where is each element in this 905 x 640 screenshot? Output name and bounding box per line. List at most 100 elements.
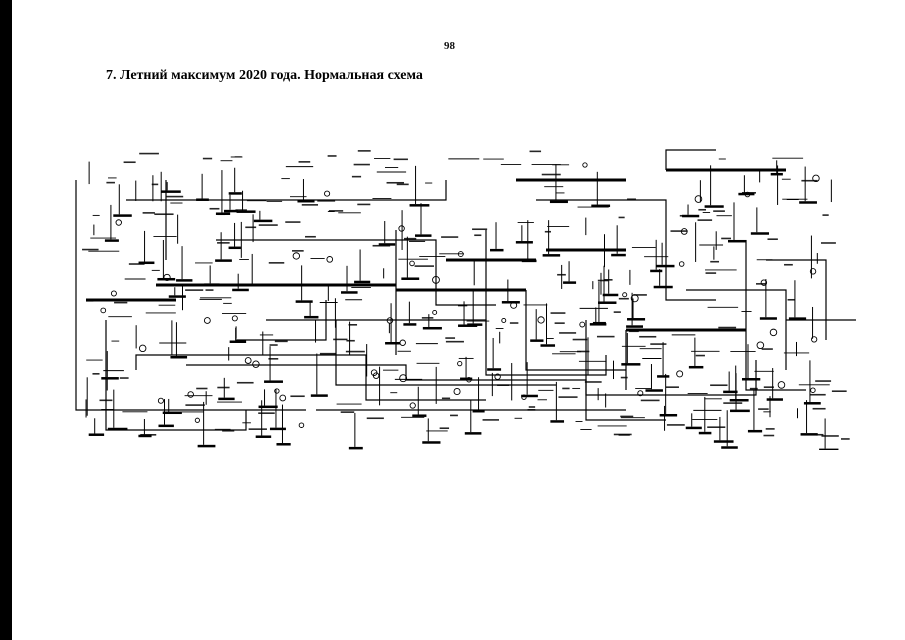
node-label (472, 409, 485, 413)
small-label (763, 386, 774, 388)
node-label (464, 432, 482, 435)
small-label (640, 399, 660, 402)
small-label (559, 332, 577, 334)
small-label (705, 272, 717, 274)
small-label (439, 427, 450, 430)
small-label (114, 301, 128, 304)
small-label (821, 435, 839, 437)
transformer-node (279, 394, 287, 402)
small-label (327, 155, 337, 157)
small-label (396, 183, 409, 186)
node-label (819, 448, 839, 450)
small-label (629, 330, 639, 333)
transformer-node (370, 369, 378, 376)
line-route (126, 180, 447, 201)
scan-border (0, 0, 12, 640)
small-label (697, 219, 713, 221)
small-label (235, 209, 247, 211)
line-route (236, 300, 327, 341)
node-label (741, 378, 761, 381)
node-label (750, 232, 770, 235)
transformer-node (466, 377, 472, 383)
transformer-node (756, 341, 765, 350)
transformer-node (110, 290, 117, 297)
small-label (372, 244, 391, 247)
small-label (123, 161, 136, 164)
small-label (577, 350, 590, 353)
node-label (138, 261, 155, 265)
node-label (501, 301, 520, 304)
transformer-node (203, 317, 211, 324)
small-label (222, 429, 235, 432)
node-label (269, 427, 286, 431)
node-label (688, 365, 704, 369)
small-label (557, 273, 566, 276)
small-label (139, 152, 159, 155)
transformer-node (510, 301, 518, 309)
small-label (723, 402, 743, 404)
line-route (536, 199, 716, 301)
line-route (585, 320, 666, 421)
line-route (665, 149, 716, 170)
small-label (604, 279, 613, 281)
transformer-node (811, 336, 818, 343)
small-label (528, 406, 536, 408)
small-label (558, 396, 578, 398)
small-label (698, 208, 707, 211)
small-label (346, 339, 355, 342)
transformer-node (812, 174, 820, 183)
node-label (228, 246, 241, 250)
small-label (298, 161, 311, 163)
small-label (214, 428, 231, 431)
line-route (525, 290, 626, 371)
transformer-node (676, 370, 684, 378)
small-label (527, 409, 536, 411)
small-label (268, 262, 285, 264)
small-label (217, 242, 230, 244)
small-label (142, 212, 155, 214)
small-label (305, 235, 316, 238)
transformer-node (292, 252, 300, 260)
small-label (154, 213, 174, 216)
small-label (822, 214, 829, 216)
transformer-node (457, 251, 464, 258)
node-label (229, 340, 247, 343)
transformer-node (537, 316, 545, 324)
small-label (209, 207, 220, 210)
node-label (460, 377, 473, 381)
node-label (255, 435, 272, 438)
node-label (563, 281, 577, 284)
transformer-node (777, 381, 786, 389)
small-label (596, 335, 615, 338)
transformer-node (399, 374, 408, 383)
small-label (627, 198, 636, 201)
small-label (258, 224, 278, 226)
transformer-node (398, 225, 405, 232)
transformer-node (231, 315, 238, 322)
node-label (685, 426, 702, 430)
node-label (713, 440, 734, 443)
small-label (618, 216, 625, 219)
small-label (710, 384, 728, 387)
transformer-node (622, 292, 628, 298)
small-label (445, 337, 456, 339)
small-label (497, 384, 510, 386)
small-label (761, 348, 773, 350)
small-label (787, 298, 795, 301)
transformer-node (326, 256, 334, 263)
node-label (657, 375, 670, 378)
node-label (196, 198, 209, 201)
small-label (328, 210, 344, 212)
node-label (422, 326, 442, 330)
node-label (626, 325, 643, 328)
small-label (441, 236, 459, 238)
small-label (541, 173, 561, 176)
transformer-node (678, 261, 685, 267)
small-label (812, 407, 826, 410)
node-label (304, 315, 319, 319)
node-label (101, 377, 119, 380)
node-label (295, 300, 313, 303)
small-label (670, 230, 688, 232)
transformer-node (187, 391, 194, 398)
transformer-node (409, 260, 415, 267)
